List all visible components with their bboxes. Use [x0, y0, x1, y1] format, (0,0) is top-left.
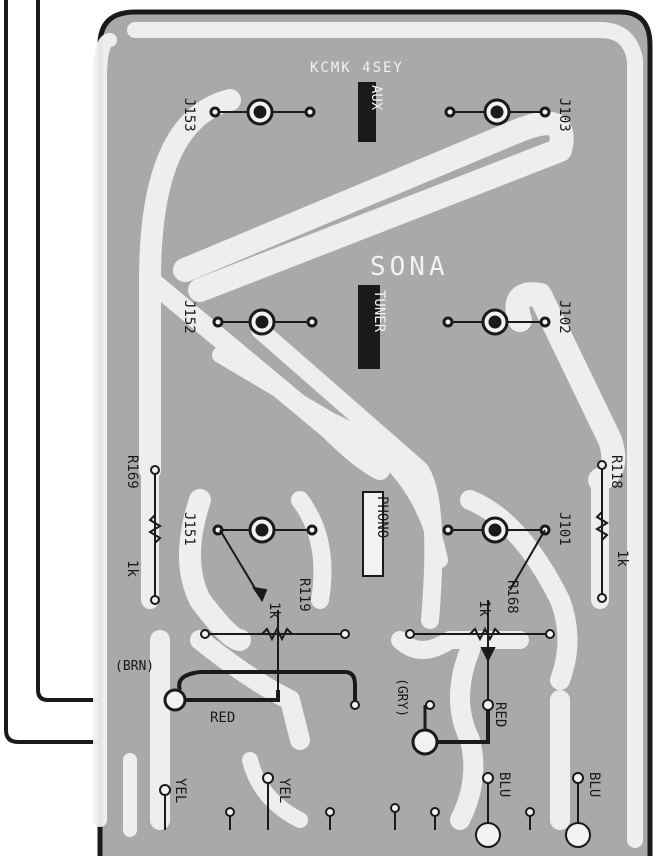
resistor-value-r118: 1k — [614, 550, 630, 567]
jack-j102-pad — [442, 308, 551, 336]
resistor-label-r118: R118 — [608, 455, 624, 489]
wire-label-yel-1: YEL — [172, 778, 188, 803]
jack-label-j151: J151 — [181, 512, 197, 546]
resistor-value-r168: 1k — [476, 600, 492, 617]
resistor-label-r119: R119 — [296, 578, 312, 612]
switch-label-boxes — [358, 82, 384, 577]
resistor-r169 — [148, 465, 162, 605]
brand-mark: SONA — [370, 252, 449, 282]
wire-label-brn: (BRN) — [115, 659, 154, 674]
resistors — [148, 460, 609, 700]
jack-label-j101: J101 — [556, 512, 572, 546]
switch-label-tuner: TUNER — [371, 290, 387, 333]
jack-j151-pad — [212, 516, 318, 544]
jack-label-j152: J152 — [181, 300, 197, 334]
wire-label-blu-1: BLU — [496, 772, 512, 797]
resistor-value-r119: 1k — [266, 602, 282, 619]
wire-label-red-right: RED — [492, 702, 508, 727]
bottom-terminals — [159, 772, 591, 848]
resistor-value-r169: 1k — [124, 560, 140, 577]
jack-label-j102: J102 — [556, 300, 572, 334]
switch-label-phono: PHONO — [374, 496, 390, 538]
wire-label-yel-2: YEL — [276, 778, 292, 803]
jack-j101-pad — [442, 516, 551, 544]
resistor-label-r169: R169 — [124, 455, 140, 489]
resistor-r168 — [405, 529, 555, 700]
jack-pads — [209, 98, 551, 544]
wire-label-red-left: RED — [210, 710, 235, 726]
jack-j153-pad — [209, 98, 316, 126]
external-wires — [4, 0, 415, 744]
resistor-r119 — [200, 529, 350, 700]
resistor-label-r168: R168 — [504, 580, 520, 614]
switch-label-aux: AUX — [368, 85, 384, 111]
jack-j103-pad — [444, 98, 551, 126]
lower-wiring — [163, 670, 494, 756]
jack-label-j103: J103 — [556, 98, 572, 132]
header-code: KCMK 4SEY — [310, 60, 404, 76]
jack-j152-pad — [212, 308, 318, 336]
wire-label-blu-2: BLU — [586, 772, 602, 797]
wire-label-gry: (GRY) — [394, 678, 409, 717]
jack-label-j153: J153 — [181, 98, 197, 132]
resistor-r118 — [595, 460, 609, 603]
copper-traces — [93, 22, 643, 848]
